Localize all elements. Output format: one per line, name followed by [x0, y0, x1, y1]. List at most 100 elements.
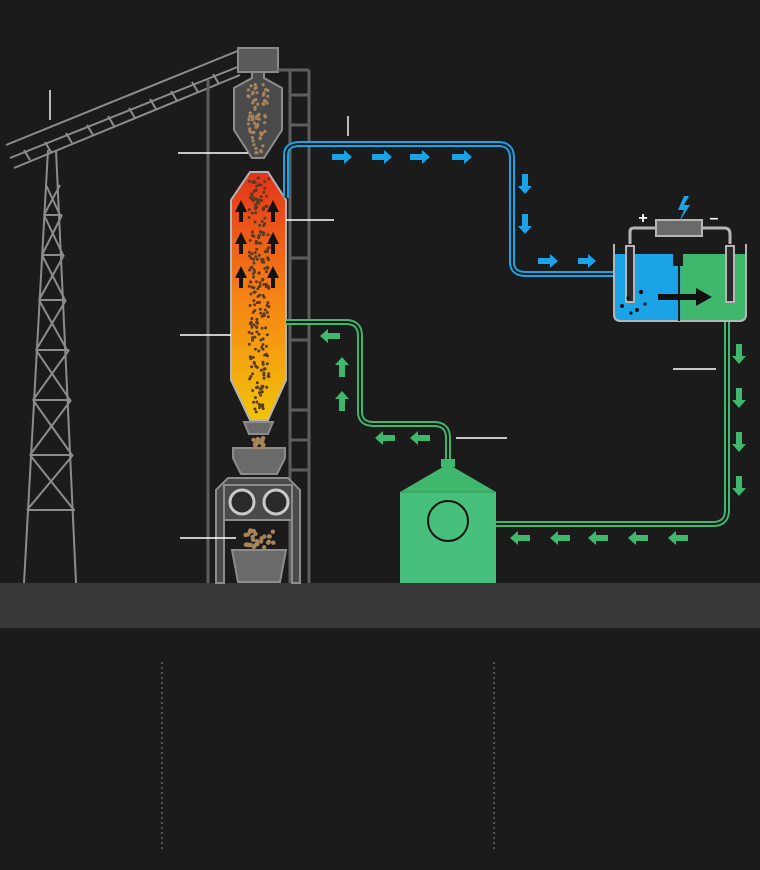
pellet [253, 87, 257, 91]
pellet [267, 246, 271, 249]
pellet [253, 335, 257, 339]
pellet [249, 357, 253, 361]
pellet [248, 127, 252, 131]
pellet [261, 545, 267, 550]
pellet [256, 176, 260, 180]
pellet [260, 445, 266, 450]
pellet [261, 233, 265, 237]
pellet [264, 282, 268, 286]
pellet [263, 180, 267, 184]
pellet [261, 347, 265, 351]
pellet [247, 250, 251, 254]
pellet [256, 439, 261, 445]
pellet [266, 233, 270, 237]
pellet [245, 532, 251, 537]
power-source-box [655, 219, 703, 237]
pellet [252, 261, 256, 265]
pellet [263, 129, 267, 134]
pellet [265, 270, 268, 274]
pellet [249, 320, 253, 324]
pellet [258, 183, 262, 187]
pellet [263, 186, 267, 190]
pellet [266, 88, 270, 92]
pellet [249, 292, 253, 296]
pellet [262, 312, 266, 316]
pellet [253, 121, 257, 125]
pellet [252, 323, 256, 327]
pellet [259, 133, 263, 137]
pellet [265, 265, 269, 269]
conveyor-head-box [237, 47, 279, 73]
pellet [250, 92, 255, 96]
pellet [255, 280, 258, 284]
pellet [264, 204, 268, 208]
pellet [251, 528, 256, 534]
pellet [258, 281, 262, 285]
pellet [257, 235, 261, 238]
pellet [248, 304, 252, 307]
pellet [248, 542, 253, 547]
pellet [246, 88, 250, 92]
pellet [265, 194, 269, 198]
pellet [255, 330, 259, 334]
pellet [248, 111, 252, 115]
pellet [258, 300, 261, 304]
pellet [256, 321, 260, 325]
pellet [250, 192, 253, 196]
pellet [263, 308, 267, 312]
pellet [248, 254, 252, 258]
pellet [258, 230, 262, 233]
pellet [267, 372, 271, 376]
pellet [267, 305, 271, 309]
lattice-tower-icon [23, 149, 77, 584]
pellet [254, 386, 258, 390]
pellet [259, 338, 263, 342]
pellet [257, 117, 261, 121]
pellet [250, 332, 254, 335]
pellet [251, 101, 255, 105]
pellet [264, 326, 268, 330]
pellet [255, 91, 259, 95]
pellet [250, 265, 254, 269]
recycled-gas-flow-arrows [320, 329, 746, 545]
pellet [259, 311, 263, 315]
pellet [261, 144, 265, 148]
pellet [266, 301, 270, 305]
pellet [261, 207, 265, 211]
pellet [252, 268, 256, 272]
pellet [259, 195, 263, 198]
pellet [252, 143, 256, 147]
pellet [264, 352, 268, 356]
pellet [253, 362, 257, 365]
pellet [250, 317, 254, 321]
pellet [248, 239, 252, 242]
pellet [252, 275, 255, 279]
pellet [250, 365, 254, 369]
pellet [261, 363, 265, 366]
pellet [251, 230, 254, 234]
pellet [250, 211, 254, 215]
pellet [260, 199, 264, 203]
pellet [255, 400, 259, 404]
pellet [255, 124, 259, 128]
pellet [266, 94, 270, 98]
pellet [256, 287, 260, 291]
pellet [253, 407, 257, 411]
pellet [251, 199, 255, 203]
pellet [258, 136, 262, 140]
hopper-pellets [246, 82, 270, 155]
pellet [262, 373, 266, 377]
pellet [262, 283, 266, 286]
rising-gas-arrows [235, 200, 279, 288]
pellet [254, 116, 258, 120]
pellet [251, 338, 254, 342]
pellet [254, 241, 258, 245]
pellet [251, 437, 256, 442]
pellet [250, 130, 254, 134]
pellet [257, 271, 261, 275]
pellet [247, 330, 251, 334]
pellet [261, 83, 265, 87]
roller-crusher-icon [215, 447, 301, 584]
discharge-chute-icon [242, 421, 275, 435]
pellet [251, 389, 255, 392]
